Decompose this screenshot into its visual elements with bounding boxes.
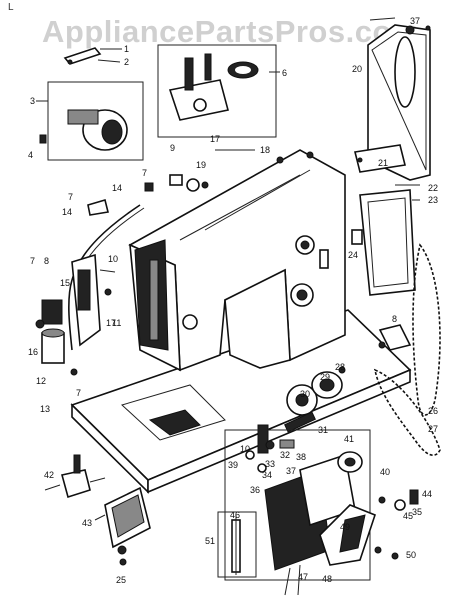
resistor-panel <box>217 511 257 578</box>
label-14b: 14 <box>62 207 72 217</box>
label-2: 2 <box>124 57 129 67</box>
label-1: 1 <box>124 44 129 54</box>
label-47: 47 <box>298 572 308 582</box>
belt-cover <box>367 24 431 181</box>
control-lever <box>319 504 399 566</box>
label-17a: 17 <box>210 134 220 144</box>
side-plate <box>351 189 416 296</box>
small-parts-upper <box>87 174 209 216</box>
label-44: 44 <box>422 489 432 499</box>
label-41: 41 <box>344 434 354 444</box>
label-7a: 7 <box>142 168 147 178</box>
label-7d: 7 <box>76 388 81 398</box>
label-40: 40 <box>380 467 390 477</box>
gear-set <box>245 411 316 473</box>
label-29: 29 <box>320 372 330 382</box>
label-31: 31 <box>318 425 328 435</box>
label-11: 11 <box>112 318 121 328</box>
machine-head <box>128 149 346 372</box>
label-16: 16 <box>28 347 38 357</box>
label-24: 24 <box>348 250 358 260</box>
label-27: 27 <box>428 424 438 434</box>
label-4: 4 <box>28 150 33 160</box>
label-37a: 37 <box>410 16 420 26</box>
label-6: 6 <box>282 68 287 78</box>
foot-switch <box>44 454 106 499</box>
label-43: 43 <box>82 518 92 528</box>
label-23: 23 <box>428 195 438 205</box>
label-30: 30 <box>300 389 310 399</box>
label-32: 32 <box>280 450 290 460</box>
watermark: AppliancePartsPros.com <box>42 14 420 49</box>
label-3: 3 <box>30 96 35 106</box>
label-12: 12 <box>36 376 46 386</box>
label-10a: 10 <box>108 254 118 264</box>
lamp-socket <box>35 299 78 376</box>
label-36: 36 <box>250 485 260 495</box>
label-45: 45 <box>403 511 413 521</box>
label-33: 33 <box>265 459 275 469</box>
motor-assembly <box>39 81 144 161</box>
label-22: 22 <box>428 183 438 193</box>
label-10b: 10 <box>240 444 250 454</box>
label-19: 19 <box>196 160 206 170</box>
label-7c: 7 <box>30 256 35 266</box>
label-48: 48 <box>322 574 332 584</box>
label-9: 9 <box>170 143 175 153</box>
leader-lines <box>36 17 420 201</box>
base-plate <box>70 309 412 494</box>
label-21: 21 <box>378 158 388 168</box>
label-35: 35 <box>412 507 422 517</box>
motor-box <box>224 429 371 596</box>
label-51: 51 <box>205 536 215 546</box>
light-housing <box>71 253 116 347</box>
part-number-labels: 1 2 3 4 6 7 7 7 7 8 8 9 10 10 11 12 13 1… <box>28 16 438 585</box>
clip-right <box>378 324 412 351</box>
foot-pedal <box>94 486 151 566</box>
corner-mark: L <box>8 2 14 13</box>
cover-bracket <box>354 144 406 173</box>
label-28: 28 <box>335 362 345 372</box>
label-14a: 14 <box>112 183 122 193</box>
label-26: 26 <box>428 406 438 416</box>
label-18: 18 <box>260 145 270 155</box>
label-49: 49 <box>340 522 350 532</box>
label-8a: 8 <box>44 256 49 266</box>
part-clamp <box>63 47 121 65</box>
label-39: 39 <box>228 460 238 470</box>
label-38: 38 <box>296 452 306 462</box>
label-17b: 17 <box>106 318 116 328</box>
pulley-assembly <box>286 366 346 416</box>
label-37b: 37 <box>286 466 296 476</box>
label-46: 46 <box>230 510 240 520</box>
label-25: 25 <box>116 575 126 585</box>
label-50: 50 <box>406 550 416 560</box>
label-20: 20 <box>352 64 362 74</box>
label-15: 15 <box>60 278 70 288</box>
label-42: 42 <box>44 470 54 480</box>
label-8b: 8 <box>392 314 397 324</box>
drive-belts <box>373 243 441 456</box>
screws-right <box>378 489 419 511</box>
bobbin-winder-box <box>157 44 277 138</box>
label-7b: 7 <box>68 192 73 202</box>
label-34: 34 <box>262 470 272 480</box>
label-13: 13 <box>40 404 50 414</box>
